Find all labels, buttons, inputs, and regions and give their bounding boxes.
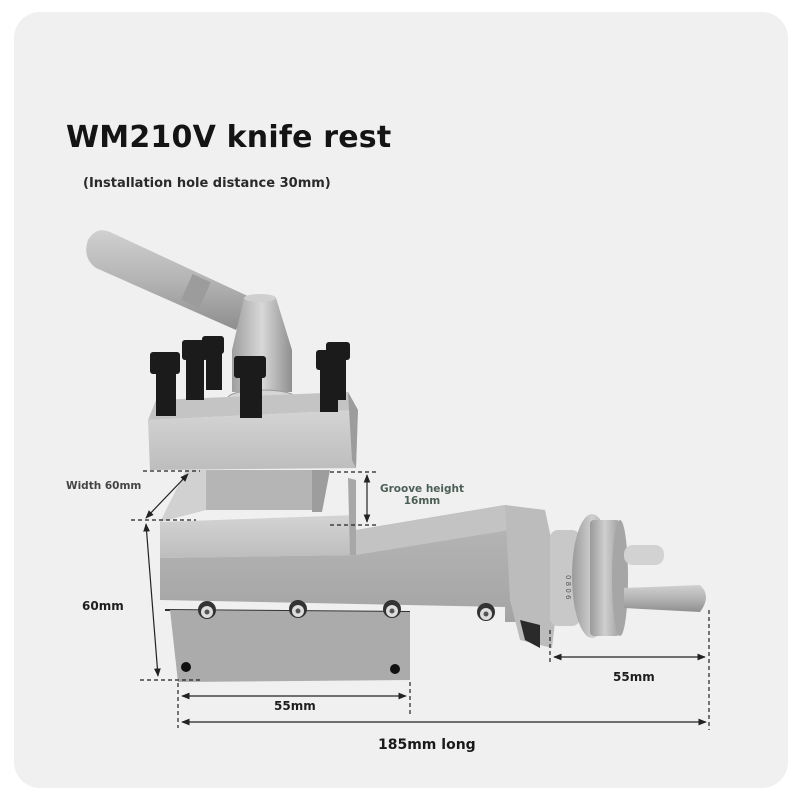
width-dimension-label: Width 60mm (66, 480, 142, 492)
clamp-bolts (150, 336, 350, 418)
svg-text:0 8 0 6: 0 8 0 6 (564, 575, 572, 600)
base-length-label: 55mm (274, 699, 316, 713)
groove-height-label: Groove height 16mm (376, 483, 468, 507)
groove-height-label-line2: 16mm (403, 495, 441, 507)
height-dimension-label: 60mm (82, 599, 124, 613)
groove-height-label-line1: Groove height (379, 483, 465, 495)
dimension-lines (131, 470, 710, 730)
product-title: WM210V knife rest (66, 120, 392, 155)
end-bracket (505, 505, 560, 648)
main-body (160, 505, 540, 682)
post-shank (206, 470, 330, 512)
adjusting-screws (198, 600, 495, 621)
total-length-label: 185mm long (378, 737, 476, 753)
lever-handle (86, 230, 252, 330)
product-subtitle: (Installation hole distance 30mm) (83, 176, 331, 191)
handwheel: 0 8 0 6 (550, 514, 706, 638)
handwheel-length-label: 55mm (613, 670, 655, 684)
